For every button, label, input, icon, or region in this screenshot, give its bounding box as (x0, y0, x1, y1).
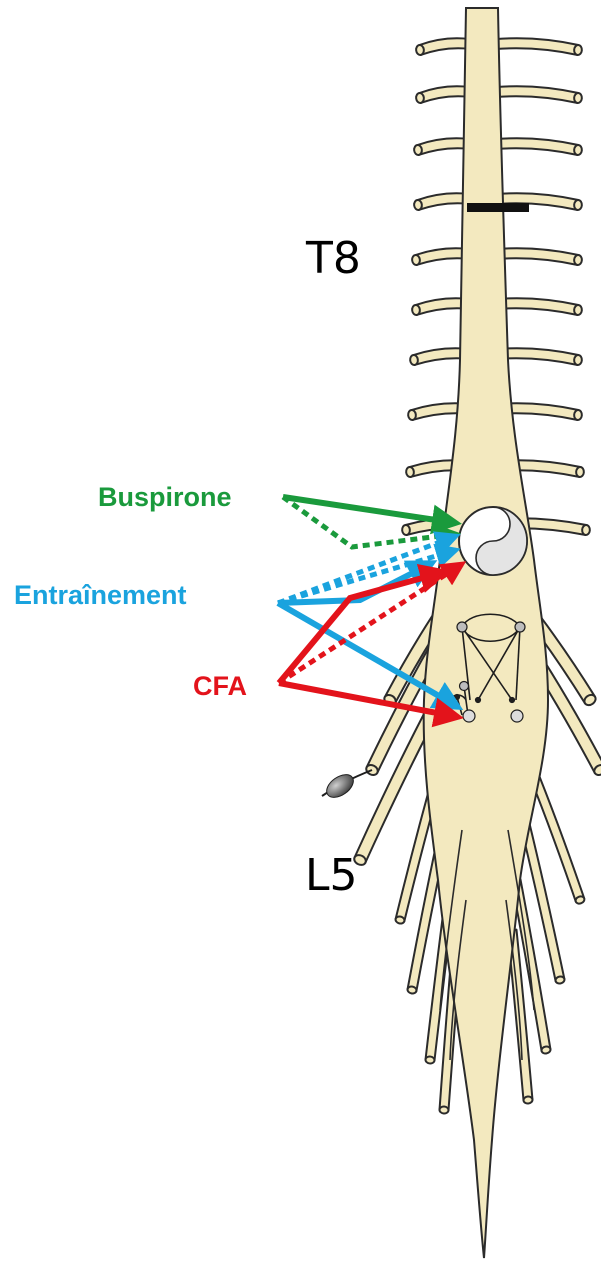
terminal-dot (510, 698, 515, 703)
interneuron-left (457, 622, 467, 632)
nerve-root (496, 248, 579, 265)
motoneuron-right (511, 710, 523, 722)
nerve-root (496, 138, 579, 155)
motoneuron-left (463, 710, 475, 722)
nerve-root-end (582, 525, 590, 535)
nerve-root (496, 86, 579, 103)
treatment-label-entrainement: Entraînement (14, 580, 187, 610)
nerve-root-end (407, 986, 417, 995)
nerve-root-end (576, 467, 584, 478)
nerve-root-end (574, 305, 582, 316)
nerve-root-end (414, 200, 423, 211)
nerve-root-end (416, 45, 425, 56)
nerve-root-end (425, 1056, 435, 1064)
nerve-root (419, 38, 470, 55)
nerve-root-end (574, 410, 582, 421)
nerve-root-end (574, 93, 582, 104)
nerve-root-end (574, 200, 582, 211)
nerve-root-end (416, 93, 425, 104)
nerve-root-end (414, 145, 423, 156)
interneuron-small (460, 682, 469, 691)
nerve-root-end (541, 1046, 551, 1054)
nerve-root-end (406, 467, 415, 478)
nerve-root-end (574, 45, 582, 56)
treatment-label-buspirone: Buspirone (98, 482, 232, 512)
nerve-root-end (523, 1096, 533, 1104)
nerve-root (496, 298, 579, 315)
interneuron-right (515, 622, 525, 632)
terminal-dot (476, 698, 481, 703)
nerve-root-end (574, 145, 582, 156)
lesion-bar (467, 203, 529, 212)
level-label-l5: L5 (305, 850, 358, 901)
nerve-root-end (574, 355, 582, 366)
nerve-root-end (574, 255, 582, 266)
nerve-root-end (402, 525, 411, 536)
terminal-dot (455, 695, 460, 700)
nerve-root-end (439, 1106, 449, 1114)
dorsal-root-ganglion (322, 770, 372, 802)
level-label-t8: T8 (305, 233, 361, 284)
arrow-buspirone-solid (283, 497, 456, 523)
nerve-root (496, 38, 579, 55)
nerve-root-end (412, 305, 421, 316)
nerve-root (419, 86, 470, 103)
cpg-circle (459, 507, 527, 575)
treatment-label-cfa: CFA (193, 671, 247, 701)
nerve-root-end (412, 255, 421, 266)
nerve-root-end (555, 976, 565, 985)
nerve-root-end (408, 410, 417, 421)
nerve-root-end (410, 355, 419, 366)
